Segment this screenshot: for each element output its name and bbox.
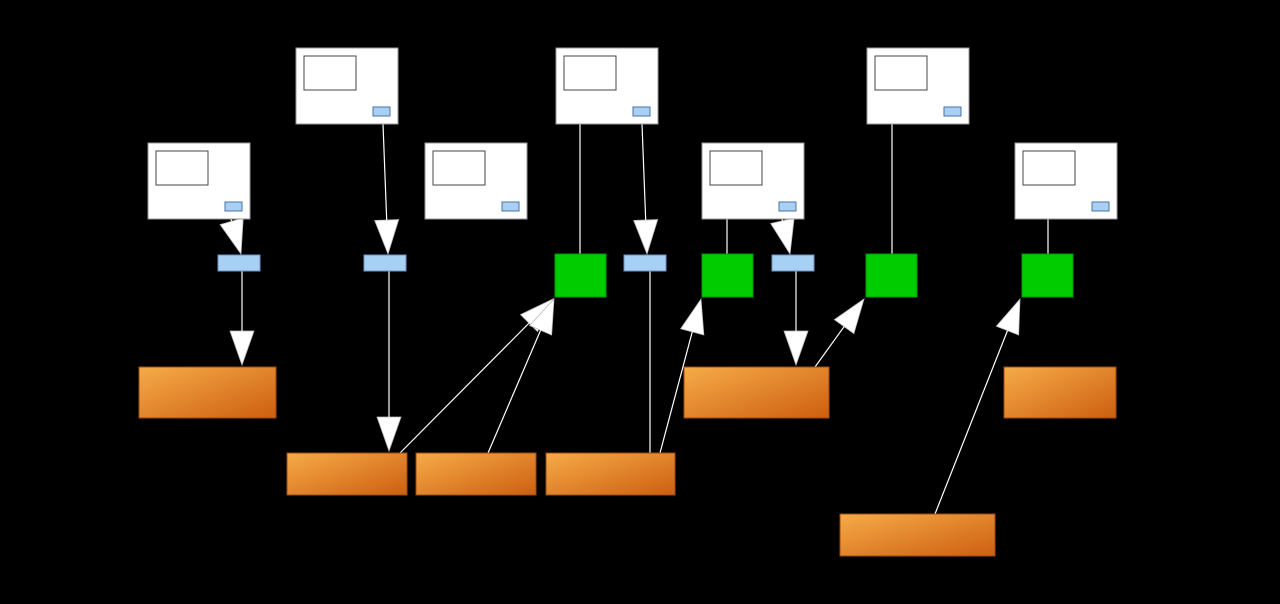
panel-3-node[interactable]	[424, 142, 528, 220]
connector-2-node[interactable]	[363, 254, 407, 272]
edge-arrowhead-17	[995, 297, 1021, 336]
panel-2-screen-icon	[303, 55, 357, 91]
nodes-layer	[138, 47, 1118, 557]
panel-2-port-icon	[372, 106, 391, 117]
connector-4-node[interactable]	[771, 254, 815, 272]
panel-4-node[interactable]	[555, 47, 659, 125]
edge-block-4-to-hub-2	[659, 331, 693, 454]
panel-5-port-icon	[778, 201, 797, 212]
panel-3-port-icon	[501, 201, 520, 212]
panel-1-node[interactable]	[147, 142, 251, 220]
panel-1-port-icon	[224, 201, 243, 212]
panel-4-screen-icon	[563, 55, 617, 91]
block-4-node[interactable]	[545, 452, 676, 496]
block-1-node[interactable]	[138, 366, 277, 419]
block-2-node[interactable]	[286, 452, 408, 496]
block-3-node[interactable]	[415, 452, 537, 496]
block-6-node[interactable]	[1003, 366, 1117, 419]
panel-4-port-icon	[632, 106, 651, 117]
hub-1-node[interactable]	[554, 253, 607, 298]
hub-2-node[interactable]	[701, 253, 754, 298]
edge-block-5-to-hub-3	[814, 326, 845, 368]
edge-arrowhead-3	[374, 219, 400, 256]
hub-4-node[interactable]	[1021, 253, 1074, 298]
hub-3-node[interactable]	[865, 253, 918, 298]
panel-5-node[interactable]	[701, 142, 805, 220]
block-7-node[interactable]	[839, 513, 996, 557]
panel-6-port-icon	[943, 106, 962, 117]
edge-panel-2-to-connector-2	[382, 123, 388, 221]
panel-7-node[interactable]	[1014, 142, 1118, 220]
panel-1-screen-icon	[155, 150, 209, 186]
edge-block-3-to-hub-1	[487, 330, 542, 454]
edge-panel-4-to-connector-3	[641, 123, 647, 221]
connector-3-node[interactable]	[623, 254, 667, 272]
panel-6-screen-icon	[874, 55, 928, 91]
panel-6-node[interactable]	[866, 47, 970, 125]
connector-1-node[interactable]	[217, 254, 261, 272]
panel-2-node[interactable]	[295, 47, 399, 125]
panel-3-screen-icon	[432, 150, 486, 186]
edge-arrowhead-1	[219, 217, 244, 256]
edge-block-2-to-hub-1	[399, 322, 530, 454]
edge-block-7-to-hub-4	[934, 330, 1009, 515]
panel-7-screen-icon	[1022, 150, 1076, 186]
panel-5-screen-icon	[709, 150, 763, 186]
block-5-node[interactable]	[683, 366, 830, 419]
panel-7-port-icon	[1091, 201, 1110, 212]
edges-layer	[219, 123, 1049, 515]
edge-arrowhead-6	[528, 297, 555, 336]
